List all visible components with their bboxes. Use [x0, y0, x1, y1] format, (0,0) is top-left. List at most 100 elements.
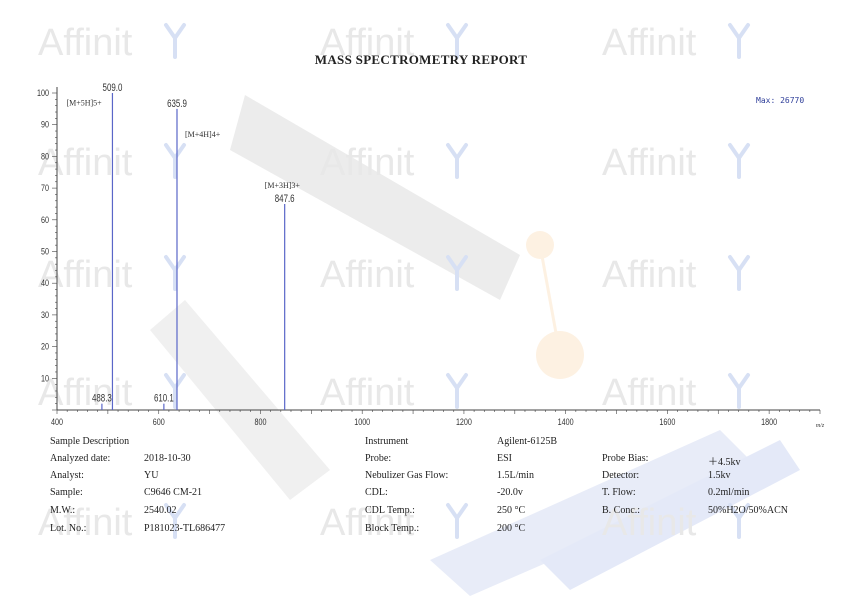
- nebulizer-label: Nebulizer Gas Flow:: [365, 470, 449, 481]
- probe-value: ESI: [497, 453, 512, 464]
- y-tick-label: 70: [41, 183, 49, 193]
- x-tick-label: 1000: [354, 417, 370, 427]
- ion-annotation: [M+5H]5+: [66, 99, 102, 108]
- cdl-temp-value: 250 °C: [497, 505, 526, 516]
- peak-label: 488.3: [92, 392, 112, 405]
- y-tick-label: 40: [41, 278, 49, 288]
- block-temp-value: 200 °C: [497, 523, 526, 534]
- watermark-logo: Affinit: [320, 254, 468, 296]
- watermark-logo: Affinit: [602, 502, 750, 544]
- analyst-value: YU: [144, 470, 159, 481]
- watermark-text: Affinit: [38, 254, 133, 296]
- watermark-band: [430, 430, 760, 596]
- x-tick-label: 1400: [558, 417, 574, 427]
- watermark-y-icon: [728, 503, 750, 539]
- mw-value: 2540.02: [144, 505, 177, 516]
- watermark-y-icon: [728, 373, 750, 409]
- watermark-text: Affinit: [320, 22, 415, 64]
- watermark-y-icon: [728, 23, 750, 59]
- watermark-logo: Affinit: [38, 254, 186, 296]
- y-tick-label: 100: [37, 88, 49, 98]
- peak-label: 635.9: [167, 98, 187, 111]
- cdl-temp-label: CDL Temp.:: [365, 505, 415, 516]
- watermark-logo: Affinit: [320, 502, 468, 544]
- peak-label: 610.1: [154, 392, 174, 405]
- watermark-y-icon: [164, 373, 186, 409]
- max-label: Max:: [756, 96, 776, 105]
- watermark-text: Affinit: [602, 254, 697, 296]
- mw-label: M.W.:: [50, 505, 76, 516]
- watermark-text: Affinit: [38, 22, 133, 64]
- x-tick-label: 600: [153, 417, 165, 427]
- sample-value: C9646 CM-21: [144, 487, 203, 498]
- watermark-logo: Affinit: [602, 142, 750, 184]
- y-tick-label: 30: [41, 310, 49, 320]
- x-tick-label: 1600: [659, 417, 675, 427]
- x-tick-label: 800: [254, 417, 266, 427]
- instrument-label: Instrument: [365, 436, 409, 447]
- x-tick-label: 1200: [456, 417, 472, 427]
- probe-label: Probe:: [365, 453, 392, 464]
- watermark-text: Affinit: [38, 142, 133, 184]
- detector-label: Detector:: [602, 470, 640, 481]
- analyzed-date-label: Analyzed date:: [50, 453, 111, 464]
- watermark-logo: Affinit: [38, 22, 186, 64]
- ion-annotation: [M+3H]3+: [265, 181, 301, 190]
- bconc-label: B. Conc.:: [602, 505, 641, 516]
- watermark-logo: Affinit: [320, 142, 468, 184]
- report-title: MASS SPECTROMETRY REPORT: [314, 52, 528, 67]
- watermark-text: Affinit: [320, 502, 415, 544]
- block-temp-label: Block Temp.:: [365, 523, 420, 534]
- y-tick-label: 80: [41, 152, 49, 162]
- watermark-text: Affinit: [602, 502, 697, 544]
- cdl-value: -20.0v: [497, 487, 523, 498]
- x-tick-label: 400: [51, 417, 63, 427]
- probe-bias-label: Probe Bias:: [602, 453, 649, 464]
- watermark-y-icon: [446, 373, 468, 409]
- watermark-band: [230, 95, 520, 300]
- watermark-y-icon: [446, 143, 468, 179]
- max-value: 26770: [780, 96, 805, 105]
- watermark-logo: Affinit: [602, 254, 750, 296]
- tflow-value: 0.2ml/min: [708, 487, 750, 498]
- watermark-logo: Affinit: [38, 142, 186, 184]
- watermark-y-icon: [728, 143, 750, 179]
- ion-annotation: [M+4H]4+: [185, 130, 221, 139]
- watermark-logo: Affinit: [320, 22, 468, 64]
- watermark-text: Affinit: [320, 142, 415, 184]
- watermark-band: [150, 300, 330, 500]
- watermark-logo: Affinit: [602, 22, 750, 64]
- probe-bias-value: ＋4.5kv: [708, 457, 741, 468]
- watermark-y-icon: [164, 23, 186, 59]
- watermark-text: Affinit: [38, 372, 133, 414]
- peak-label: 847.6: [275, 193, 295, 206]
- watermark-link: [538, 244, 562, 356]
- watermark-y-icon: [164, 143, 186, 179]
- watermark-logo: Affinit: [38, 372, 186, 414]
- watermark-band: [540, 440, 800, 590]
- watermark-logo: Affinit: [320, 372, 468, 414]
- lot-value: P181023-TL686477: [144, 523, 226, 534]
- peak-label: 509.0: [103, 82, 123, 95]
- sample-description-heading: Sample Description: [50, 436, 130, 447]
- y-tick-label: 20: [41, 342, 49, 352]
- y-tick-label: 50: [41, 247, 49, 257]
- x-tick-label: 1800: [761, 417, 777, 427]
- y-tick-label: 10: [41, 374, 49, 384]
- watermark-text: Affinit: [602, 22, 697, 64]
- sample-label: Sample:: [50, 487, 83, 498]
- watermark-logo: Affinit: [38, 502, 186, 544]
- bconc-value: 50%H2O/50%ACN: [708, 505, 788, 516]
- analyst-label: Analyst:: [50, 470, 84, 481]
- watermark-logo: Affinit: [602, 372, 750, 414]
- watermark-y-icon: [446, 255, 468, 291]
- nebulizer-value: 1.5L/min: [497, 470, 534, 481]
- x-unit-label: m/z: [816, 423, 825, 429]
- instrument-value: Agilent-6125B: [497, 436, 557, 447]
- watermark-text: Affinit: [320, 372, 415, 414]
- detector-value: 1.5kv: [708, 470, 731, 481]
- watermark-text: Affinit: [320, 254, 415, 296]
- y-tick-label: 60: [41, 215, 49, 225]
